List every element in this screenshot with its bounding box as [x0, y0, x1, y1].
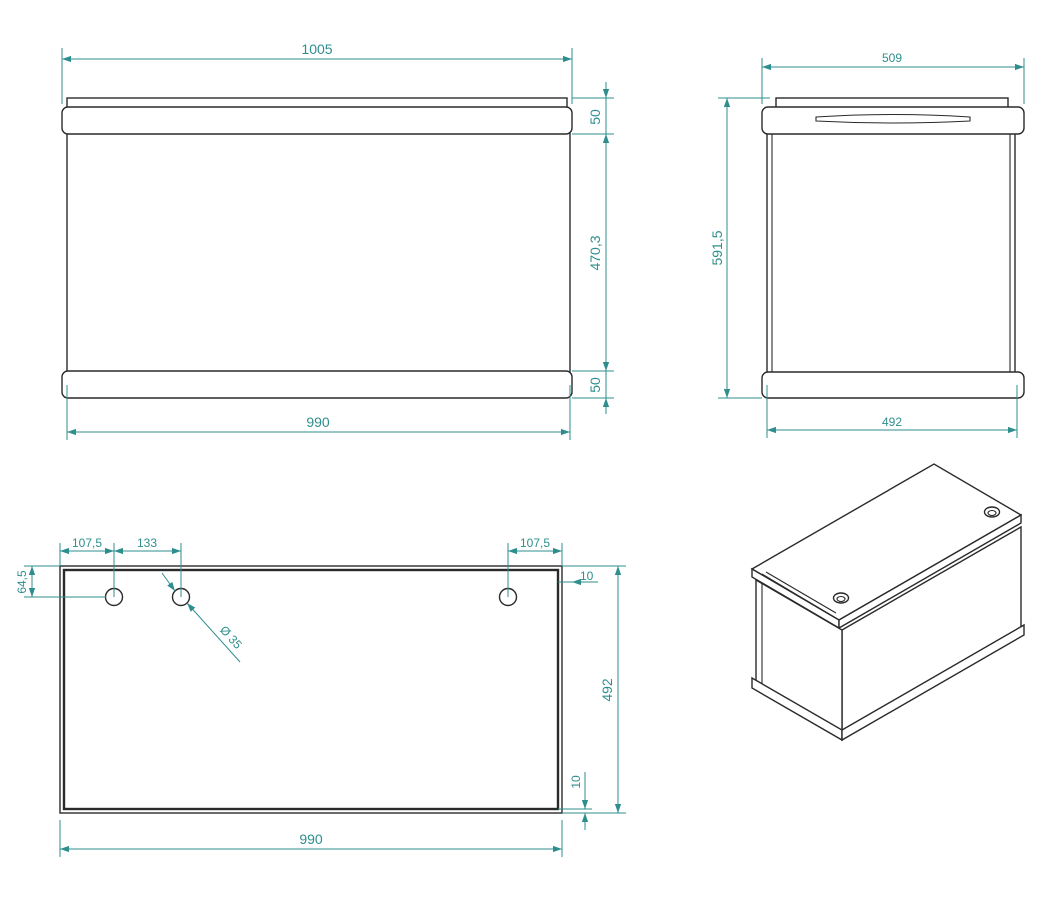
- dim-side-bottom-width: 492: [882, 415, 902, 429]
- dim-top-hole-spacing: 133: [137, 536, 157, 550]
- dim-top-wall-bottom: 10: [569, 775, 583, 789]
- side-view: 509 492 591,5: [709, 51, 1025, 438]
- dim-top-offset-left: 107,5: [72, 536, 102, 550]
- dim-front-body-height: 470,3: [587, 235, 603, 270]
- side-body: [761, 97, 1025, 399]
- dim-top-width: 990: [299, 831, 323, 847]
- dim-front-bottom-width: 990: [306, 414, 330, 430]
- dim-top-depth: 492: [599, 678, 615, 702]
- top-body: [59, 565, 563, 814]
- dim-top-wall-top: 10: [580, 569, 594, 583]
- front-view: 1005 990 50 470,3 50: [61, 41, 614, 440]
- dim-top-offset-right: 107,5: [520, 536, 550, 550]
- dim-front-rail-bottom: 50: [587, 377, 603, 393]
- front-body: [61, 97, 573, 399]
- dim-side-top-width: 509: [882, 51, 902, 65]
- isometric-view: [750, 463, 1025, 742]
- top-view: 107,5 133 107,5 64,5 10 492 10 990 Ø 35: [15, 536, 626, 857]
- lid-handle: [815, 113, 971, 124]
- dim-front-rail-top: 50: [587, 109, 603, 125]
- dim-top-hole-from-edge: 64,5: [15, 570, 29, 594]
- dim-front-top-width: 1005: [301, 41, 332, 57]
- dim-side-total-height: 591,5: [709, 230, 725, 265]
